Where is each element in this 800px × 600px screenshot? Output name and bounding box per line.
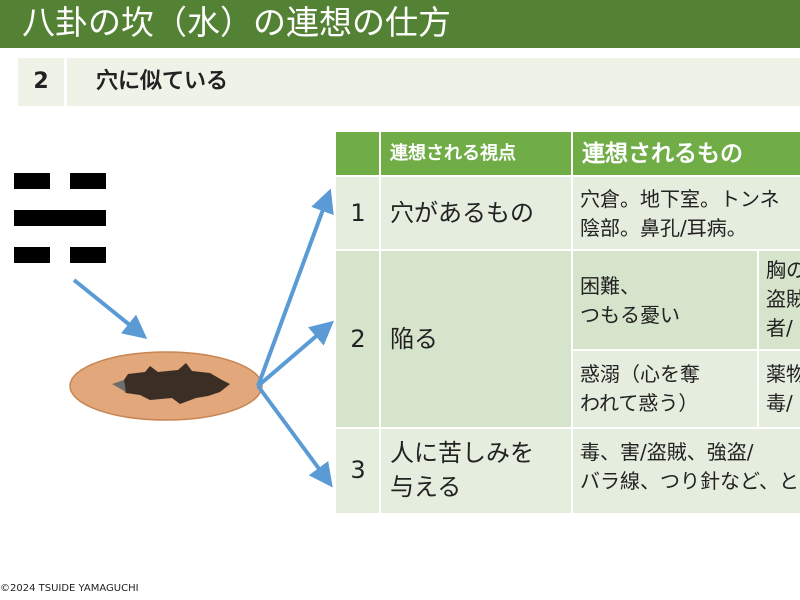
trigram-solid-line [14,210,106,226]
arrow-to-row-3 [256,384,333,488]
grid-vline [571,132,573,513]
row-3-view-line-2: 与える [390,473,462,501]
header-number-cell [336,132,380,176]
row-2-view: 陥る [380,250,572,428]
row-1-things: 穴倉。地下室。トンネ 陰部。鼻孔/耳病。 [572,176,800,250]
grid-hline [336,249,800,251]
pit-diagram [69,188,335,488]
trigram-broken-line-left [14,173,50,189]
grid-hline [572,349,800,351]
row-3-line-1: 毒、害/盗賊、強盗/ [580,440,754,464]
arrow-to-row-2 [256,320,335,388]
row-2b-left: 惑溺（心を奪 われて惑う） [572,350,758,428]
row-2a-right-line-1: 胸の [766,258,800,282]
row-2a-right-line-3: 者/ [766,316,793,340]
grid-vline [757,250,759,428]
row-1-line-1: 穴倉。地下室。トンネ [580,187,780,211]
row-2-number: 2 [336,250,380,428]
row-2a-left: 困難、 つもる憂い [572,250,758,350]
row-2b-left-line-1: 惑溺（心を奪 [580,362,700,386]
copyright-footer: ©2024 TSUIDE YAMAGUCHI [0,583,139,594]
row-2a-left-line-2: つもる憂い [580,303,680,327]
row-3-view: 人に苦しみを 与える [380,428,572,513]
section-heading: 穴に似ている [96,69,229,94]
page-title: 八卦の坎（水）の連想の仕方 [22,3,451,42]
pit-icon [69,351,263,421]
row-2a-right: 胸の 盗賊 者/ [758,250,800,350]
title-bar: 八卦の坎（水）の連想の仕方 [0,0,800,48]
row-2b-right-line-1: 薬物 [766,362,800,386]
header-view: 連想される視点 [380,132,572,176]
row-3-line-2: バラ線、つり針など、と [580,469,799,493]
row-1-number: 1 [336,176,380,250]
row-2a-left-line-1: 困難、 [580,274,640,298]
row-1-line-2: 陰部。鼻孔/耳病。 [580,216,747,240]
row-2a-right-line-2: 盗賊 [766,287,800,311]
section-separator [64,58,67,106]
trigram-broken-line-right [70,173,106,189]
row-1-view: 穴があるもの [380,176,572,250]
kan-trigram-icon [14,173,106,268]
trigram-broken-line-left [14,247,50,263]
section-bar: 2 穴に似ている [18,58,800,106]
row-2b-right-line-2: 毒/ [766,391,793,415]
row-3-things: 毒、害/盗賊、強盗/ バラ線、つり針など、と [572,428,800,513]
arrow-to-row-1 [256,188,334,387]
grid-hline [336,175,800,177]
grid-hline [336,427,800,429]
trigram-broken-line-right [70,247,106,263]
arrow-trigram-to-pit [72,278,148,340]
grid-vline [379,132,381,513]
row-3-view-line-1: 人に苦しみを [390,439,534,467]
row-2b-left-line-2: われて惑う） [580,391,699,415]
row-3-number: 3 [336,428,380,513]
section-number: 2 [33,69,49,94]
row-2b-right: 薬物 毒/ [758,350,800,428]
header-things: 連想されるもの [572,132,800,176]
association-table: 連想される視点 連想されるもの 1 穴があるもの 穴倉。地下室。トンネ 陰部。鼻… [336,132,800,513]
